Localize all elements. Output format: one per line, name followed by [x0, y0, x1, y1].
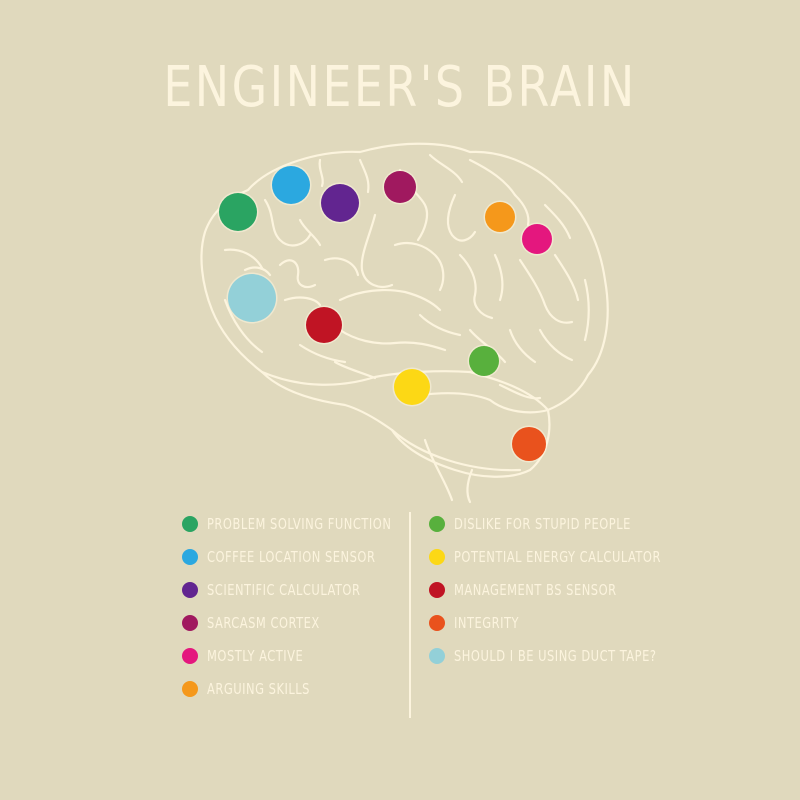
- legend-label: Integrity: [454, 613, 520, 632]
- legend-item: Scientific Calculator: [182, 573, 424, 606]
- legend-label: Potential Energy Calculator: [454, 547, 661, 566]
- dot-scientific-calculator: [321, 184, 359, 222]
- legend-item: Should I be using duct tape?: [429, 639, 697, 672]
- dot-arguing-skills: [485, 202, 515, 232]
- legend-dot-icon: [182, 680, 198, 697]
- legend-label: Dislike for Stupid People: [454, 514, 631, 533]
- legend-item: Management BS Sensor: [429, 573, 697, 606]
- legend-dot-icon: [182, 647, 198, 664]
- legend-dot-icon: [182, 515, 198, 532]
- legend-item: Dislike for Stupid People: [429, 507, 697, 540]
- legend-item: Coffee Location Sensor: [182, 540, 424, 573]
- dot-duct-tape: [228, 274, 276, 322]
- legend-label: Arguing Skills: [207, 679, 310, 698]
- dot-coffee-location: [272, 166, 310, 204]
- legend-dot-icon: [429, 515, 445, 532]
- legend-item: Arguing Skills: [182, 672, 424, 705]
- dot-integrity: [512, 427, 546, 461]
- legend-dot-icon: [429, 581, 445, 598]
- legend-divider: [409, 512, 411, 718]
- legend-left-column: Problem Solving Function Coffee Location…: [182, 507, 424, 705]
- dot-mostly-active: [522, 224, 552, 254]
- legend-label: Should I be using duct tape?: [454, 646, 657, 665]
- legend-item: Mostly Active: [182, 639, 424, 672]
- legend-item: Sarcasm Cortex: [182, 606, 424, 639]
- dot-problem-solving: [219, 193, 257, 231]
- dot-management-bs: [306, 307, 342, 343]
- page-title: ENGINEER'S BRAIN: [163, 55, 637, 120]
- dot-dislike-stupid: [469, 346, 499, 376]
- legend-label: Sarcasm Cortex: [207, 613, 320, 632]
- legend-dot-icon: [429, 548, 445, 565]
- legend-label: Management BS Sensor: [454, 580, 617, 599]
- legend-dot-icon: [429, 614, 445, 631]
- legend-item: Potential Energy Calculator: [429, 540, 697, 573]
- legend-item: Problem Solving Function: [182, 507, 424, 540]
- legend-dot-icon: [182, 548, 198, 565]
- legend-label: Problem Solving Function: [207, 514, 392, 533]
- legend-label: Mostly Active: [207, 646, 304, 665]
- legend-label: Coffee Location Sensor: [207, 547, 376, 566]
- legend-dot-icon: [182, 581, 198, 598]
- legend-item: Integrity: [429, 606, 697, 639]
- legend-right-column: Dislike for Stupid People Potential Ener…: [429, 507, 697, 672]
- dot-sarcasm-cortex: [384, 171, 416, 203]
- dot-potential-energy: [394, 369, 430, 405]
- legend-label: Scientific Calculator: [207, 580, 361, 599]
- legend-dot-icon: [182, 614, 198, 631]
- legend-dot-icon: [429, 647, 445, 664]
